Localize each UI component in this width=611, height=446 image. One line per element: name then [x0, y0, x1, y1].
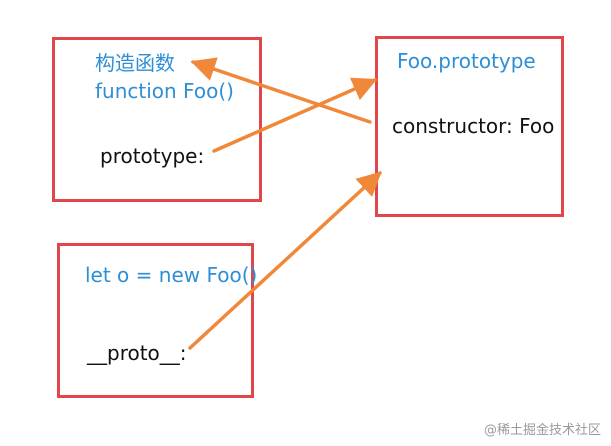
- prototype-title: Foo.prototype: [397, 49, 536, 73]
- instance-proto-field: __proto__:: [87, 341, 187, 365]
- constructor-prototype-field: prototype:: [100, 144, 205, 168]
- arrow-proto-to-prototype-object: [188, 171, 382, 350]
- watermark: @稀土掘金技术社区: [484, 423, 602, 438]
- constructor-title-code: function Foo(): [95, 79, 234, 103]
- instance-box: [57, 243, 254, 398]
- prototype-box: [375, 36, 564, 217]
- constructor-title-cn: 构造函数: [95, 51, 175, 75]
- instance-title: let o = new Foo(): [85, 263, 258, 287]
- constructor-box: [52, 37, 262, 202]
- arrow-prototype-to-prototype-object: [212, 77, 378, 153]
- prototype-constructor-field: constructor: Foo: [392, 114, 555, 138]
- arrow-constructor-to-function: [190, 57, 372, 124]
